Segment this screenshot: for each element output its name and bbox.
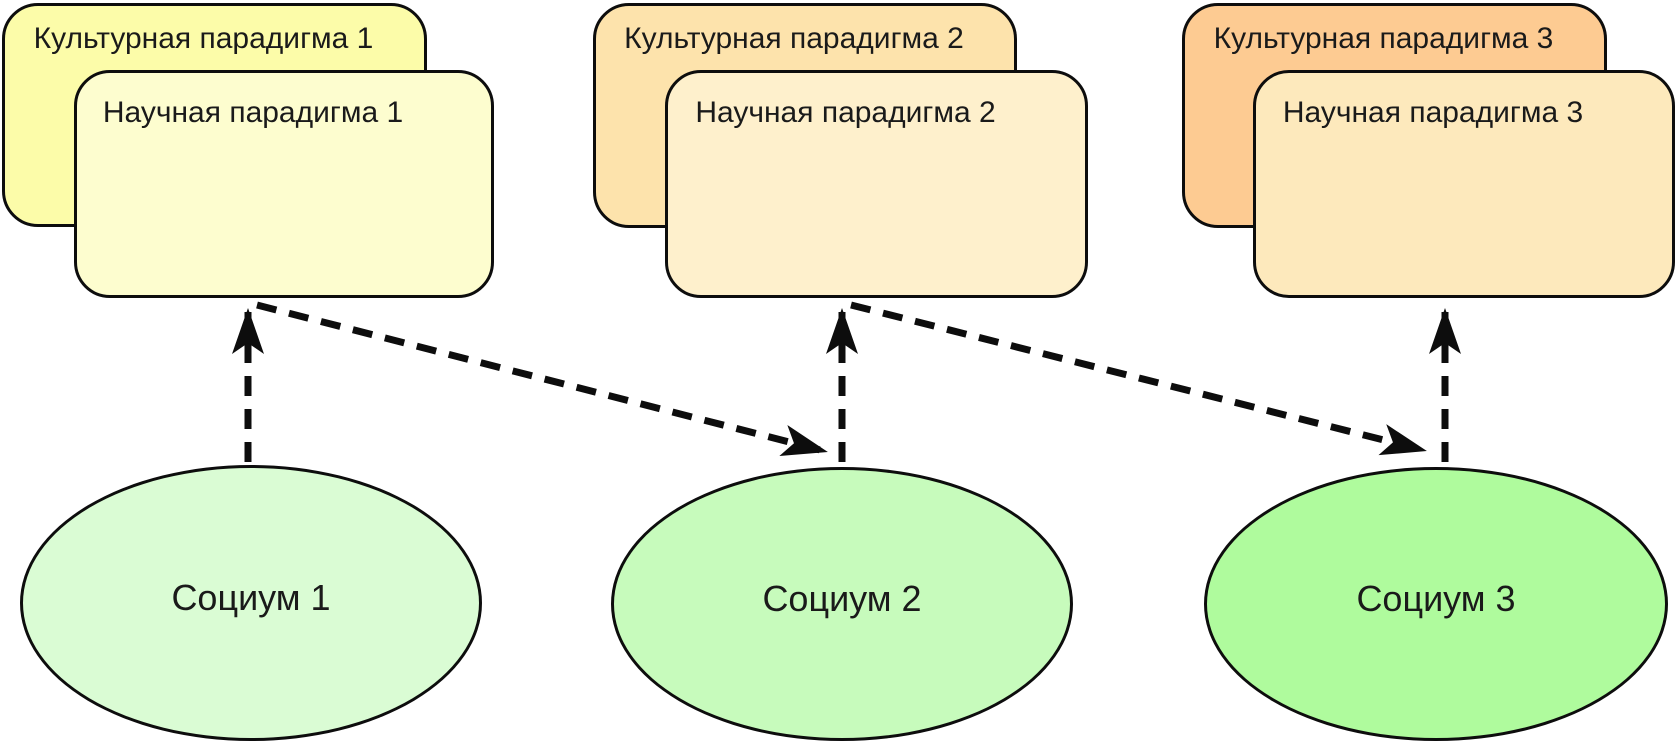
culture-paradigm-label-2: Культурная парадигма 2 (624, 22, 964, 55)
science-paradigm-label-1: Научная парадигма 1 (102, 96, 404, 129)
science-paradigm-card-1: Научная парадигма 1 (74, 70, 494, 298)
socium-ellipse-1: Социум 1 (20, 465, 482, 741)
culture-paradigm-label-3: Культурная парадигма 3 (1213, 22, 1554, 55)
socium-label-1: Социум 1 (171, 577, 331, 619)
science-paradigm-card-3: Научная парадигма 3 (1253, 70, 1675, 298)
socium-ellipse-3: Социум 3 (1204, 467, 1668, 741)
science-paradigm-card-2: Научная парадигма 2 (665, 70, 1088, 298)
science-paradigm-label-3: Научная парадигма 3 (1282, 96, 1584, 129)
arrow-paradigm1-to-socium2 (256, 301, 828, 457)
culture-paradigm-label-1: Культурная парадигма 1 (33, 22, 374, 55)
socium-label-2: Социум 2 (762, 578, 922, 620)
socium-ellipse-2: Социум 2 (611, 467, 1073, 741)
socium-label-3: Социум 3 (1356, 578, 1516, 620)
science-paradigm-label-2: Научная парадигма 2 (695, 96, 996, 129)
arrow-paradigm2-to-socium3 (850, 301, 1427, 456)
